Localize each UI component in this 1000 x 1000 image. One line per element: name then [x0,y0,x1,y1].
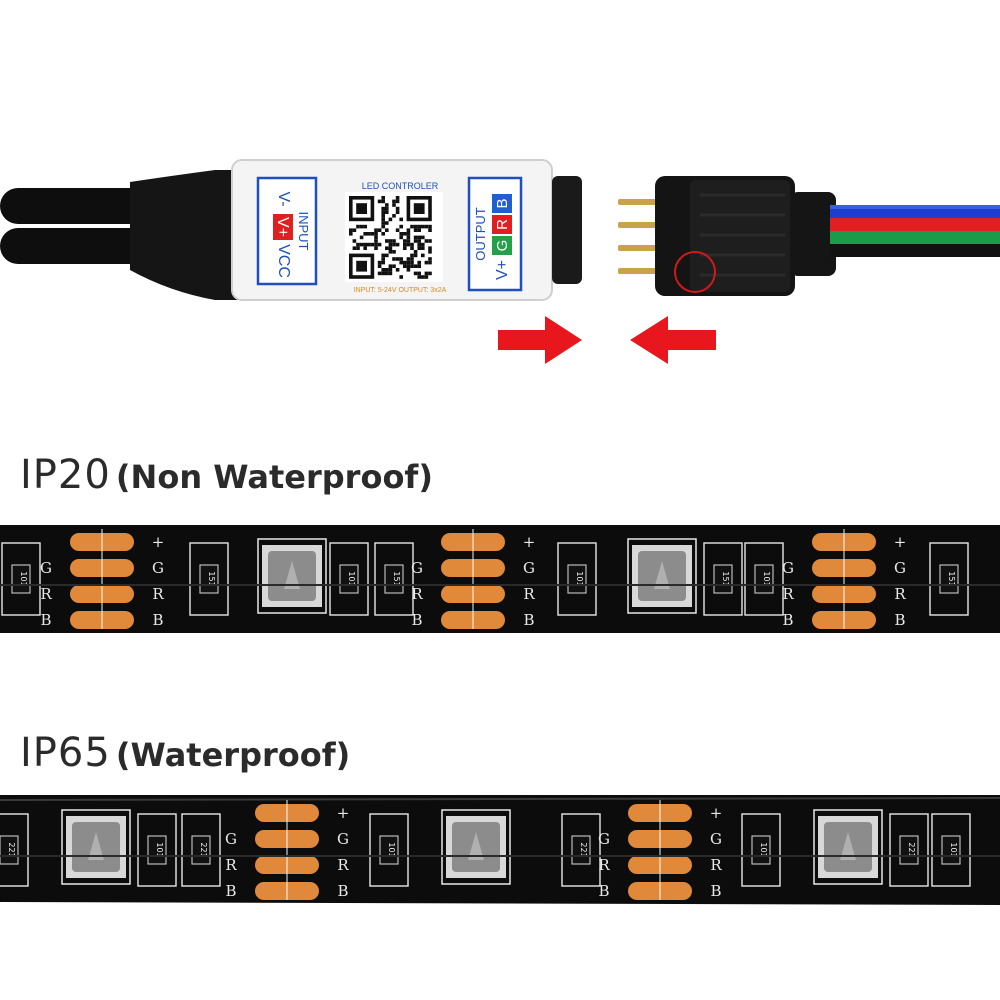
svg-text:221: 221 [7,842,16,857]
ip65-note: (Waterproof) [115,736,351,774]
input-pin-vplus: V+ [274,217,291,237]
pad-label: R [710,856,722,874]
pad-label: R [523,585,535,603]
input-label-box: INPUT V- V+ VCC [256,176,318,286]
pad-label: G [225,830,237,848]
pad-label: B [710,882,721,900]
pad-label: B [411,611,422,629]
output-label-box: OUTPUT V+ G R B [467,176,523,292]
pad-label: B [225,882,236,900]
pad-label: + [523,533,536,551]
connector-pins [618,199,658,274]
pad-label: G [337,830,349,848]
pad-label: G [40,559,52,577]
pad-label: R [782,585,794,603]
led-chip [441,809,511,885]
svg-text:101: 101 [347,571,356,586]
output-pin-b: B [494,198,511,208]
led-chip [61,809,131,885]
pad-label: R [598,856,610,874]
ip20-heading: IP20 (Non Waterproof) [20,452,433,498]
arrow-icon-right [498,316,582,364]
svg-text:221: 221 [199,842,208,857]
output-pin-g: G [494,240,511,252]
pad-label: B [523,611,534,629]
svg-text:101: 101 [19,571,28,586]
svg-text:221: 221 [907,842,916,857]
ip20-note: (Non Waterproof) [115,458,433,496]
controller-section: INPUT V- V+ VCC LED CONTROLER INPUT: 5-2… [0,159,1000,364]
ip20-code: IP20 [20,452,111,498]
svg-text:151: 151 [947,571,956,586]
input-pin-vminus: V- [275,191,292,206]
pad-label: B [598,882,609,900]
rgb-wires [830,205,1000,257]
pad-label: B [40,611,51,629]
svg-text:101: 101 [949,842,958,857]
pad-label: R [225,856,237,874]
rgb-connector-plug [618,176,1000,296]
pad-label: G [411,559,423,577]
pad-label: B [337,882,348,900]
pad-label: + [894,533,907,551]
controller-module: INPUT V- V+ VCC LED CONTROLER INPUT: 5-2… [231,159,582,301]
pad-label: B [782,611,793,629]
svg-text:221: 221 [579,842,588,857]
pad-label: G [894,559,906,577]
key-highlight-circle [674,251,716,293]
led-chip [257,538,327,614]
pad-label: R [411,585,423,603]
pad-label: + [152,533,165,551]
output-pin-r: R [494,219,511,230]
svg-text:101: 101 [575,571,584,586]
svg-text:151: 151 [392,571,401,586]
pad-label: R [894,585,906,603]
input-pin-vcc: VCC [275,244,292,278]
pad-label: G [152,559,164,577]
svg-text:151: 151 [721,571,730,586]
svg-text:101: 101 [762,571,771,586]
input-cables [0,170,245,300]
pad-label: R [152,585,164,603]
ip65-heading: IP65 (Waterproof) [20,730,350,776]
pad-label: R [337,856,349,874]
output-pin-vplus: V+ [494,260,511,280]
output-label: OUTPUT [473,207,488,261]
pad-label: G [782,559,794,577]
pad-label: B [152,611,163,629]
pad-label: B [894,611,905,629]
input-label: INPUT [296,212,311,251]
pad-label: + [710,804,723,822]
qr-code [345,192,443,282]
svg-text:151: 151 [207,571,216,586]
pad-label: R [40,585,52,603]
svg-text:101: 101 [759,842,768,857]
svg-text:101: 101 [387,842,396,857]
controller-title: LED CONTROLER [362,181,439,191]
svg-text:101: 101 [155,842,164,857]
led-chip [627,538,697,614]
ip65-code: IP65 [20,730,111,776]
pad-label: G [710,830,722,848]
arrow-icon-left [630,316,716,364]
pad-label: G [523,559,535,577]
pad-label: + [337,804,350,822]
pad-label: G [598,830,610,848]
led-chip [813,809,883,885]
controller-spec: INPUT: 5-24V OUTPUT: 3x2A [354,287,447,294]
